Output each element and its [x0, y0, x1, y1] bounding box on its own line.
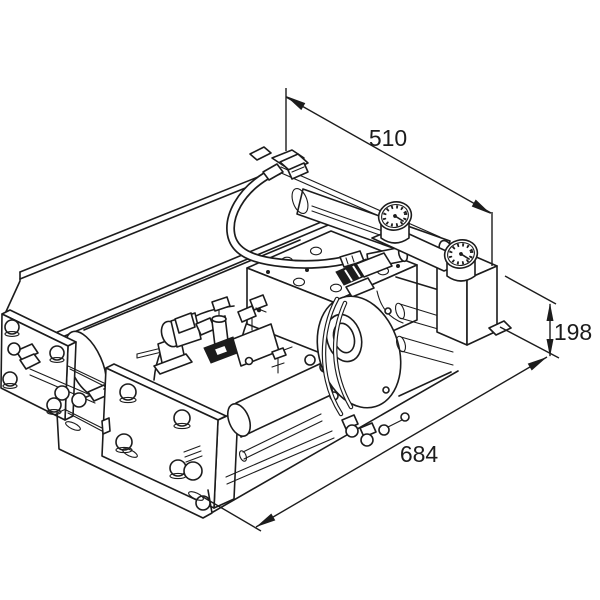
extension-line	[504, 275, 557, 305]
dimension-label-length: 684	[400, 441, 439, 467]
gauge-ticks	[382, 205, 408, 227]
arrowhead	[527, 357, 547, 371]
extension-line	[499, 326, 560, 359]
base-plate	[56, 370, 459, 519]
machine-bottom-edge	[212, 370, 459, 513]
arrowhead	[256, 513, 276, 527]
bottom-fittings	[341, 412, 410, 447]
dimension-line	[255, 356, 548, 528]
dimension-684: 684	[202, 356, 548, 532]
dimension-line	[285, 96, 492, 214]
machine	[0, 146, 512, 519]
tube-loops	[321, 296, 354, 417]
pressure-gauge-right	[443, 239, 479, 282]
connector-plug	[355, 252, 393, 278]
high-pressure-hose	[226, 171, 365, 269]
valve-train	[136, 294, 351, 375]
arrowhead	[471, 199, 491, 214]
arrowhead	[546, 303, 554, 321]
dimension-198: 198	[499, 275, 592, 359]
dimension-510: 510	[285, 88, 493, 266]
extension-line	[202, 496, 262, 532]
pressure-gauge-left	[377, 201, 413, 244]
gauge-ticks	[448, 243, 474, 265]
dimension-label-height: 198	[554, 319, 592, 345]
arrowhead	[286, 96, 306, 111]
front-end-plate	[101, 363, 239, 511]
tie-rods	[65, 365, 107, 432]
block-foot	[488, 320, 512, 336]
front-cylinder	[225, 360, 335, 485]
dimension-label-depth: 510	[369, 125, 407, 151]
arrowhead	[546, 339, 554, 357]
solenoid-valve-body	[232, 323, 280, 367]
rear-end-plate	[0, 309, 77, 421]
swivel-elbow-fitting	[249, 146, 309, 181]
